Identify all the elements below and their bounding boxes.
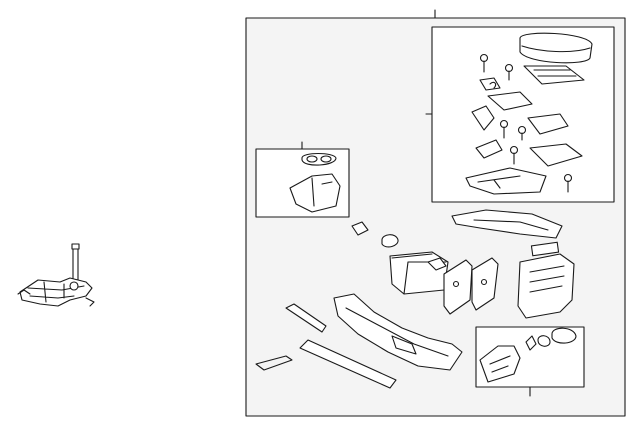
armrest-lid-seam bbox=[521, 45, 591, 53]
console-top-trim-opening bbox=[473, 219, 549, 231]
side-trim-strip-lower bbox=[299, 339, 397, 389]
side-trim-strip-upper bbox=[285, 303, 327, 333]
console-top-trim-frame bbox=[451, 209, 563, 239]
console-body-cutout bbox=[391, 335, 417, 355]
side-bracket-hole-1 bbox=[452, 280, 460, 288]
rear-bracket-clip bbox=[525, 335, 537, 351]
armrest-screw-3 bbox=[499, 119, 509, 139]
armrest-retainer-clip bbox=[475, 139, 503, 159]
side-bracket-left bbox=[443, 259, 473, 315]
armrest-base-tray bbox=[529, 143, 583, 167]
rear-bracket-housing-detail bbox=[489, 355, 511, 373]
lower-tray-groove bbox=[477, 175, 521, 189]
shift-lever-rod bbox=[72, 245, 79, 281]
armrest-screw-2 bbox=[504, 63, 514, 81]
console-plug-large bbox=[381, 234, 399, 248]
armrest-screw-5 bbox=[509, 145, 519, 165]
armrest-latch-bracket bbox=[487, 91, 533, 111]
rear-bracket-assembly bbox=[475, 326, 585, 397]
shifter-detent-spring bbox=[17, 289, 95, 307]
armrest-side-bracket bbox=[471, 105, 495, 131]
bezel-top-switch bbox=[530, 241, 560, 257]
armrest-hinge-arm bbox=[527, 113, 569, 135]
hinge-plate-ribs bbox=[533, 69, 577, 77]
cup-holder-insert-wall bbox=[311, 177, 333, 207]
armrest-lid-pad bbox=[519, 32, 593, 64]
armrest-screw-6 bbox=[563, 173, 573, 193]
cup-holder-insert bbox=[289, 173, 341, 213]
console-front-bezel bbox=[517, 253, 575, 319]
rear-bracket-housing bbox=[479, 345, 521, 383]
cup-holder-ring-inner-2 bbox=[320, 155, 332, 163]
armrest-lower-tray bbox=[465, 167, 547, 195]
armrest-screw-1 bbox=[479, 53, 489, 73]
cup-holder-ring-inner bbox=[306, 155, 318, 163]
armrest-screw-4 bbox=[517, 125, 527, 141]
retainer-clip bbox=[255, 355, 293, 371]
console-body-main bbox=[333, 293, 463, 371]
shifter-assembly bbox=[17, 243, 95, 307]
shifter-pivot-bolt bbox=[69, 281, 79, 291]
shifter-base-plate bbox=[19, 277, 93, 307]
storage-bin-latch bbox=[427, 257, 447, 271]
rear-bracket-plug-large bbox=[551, 327, 577, 344]
shift-lever-knob-end bbox=[71, 243, 80, 250]
shifter-cable-bracket bbox=[27, 281, 85, 303]
armrest-wire-clip bbox=[489, 81, 497, 89]
console-plug-small bbox=[351, 221, 369, 236]
cup-holder-assembly bbox=[255, 141, 350, 218]
armrest-lid-assembly bbox=[425, 26, 615, 203]
rear-bracket-plug-small bbox=[537, 335, 551, 347]
console-body-inner-rail bbox=[345, 307, 449, 357]
bezel-vent-slots bbox=[529, 265, 565, 293]
side-bracket-hole-2 bbox=[480, 278, 488, 286]
